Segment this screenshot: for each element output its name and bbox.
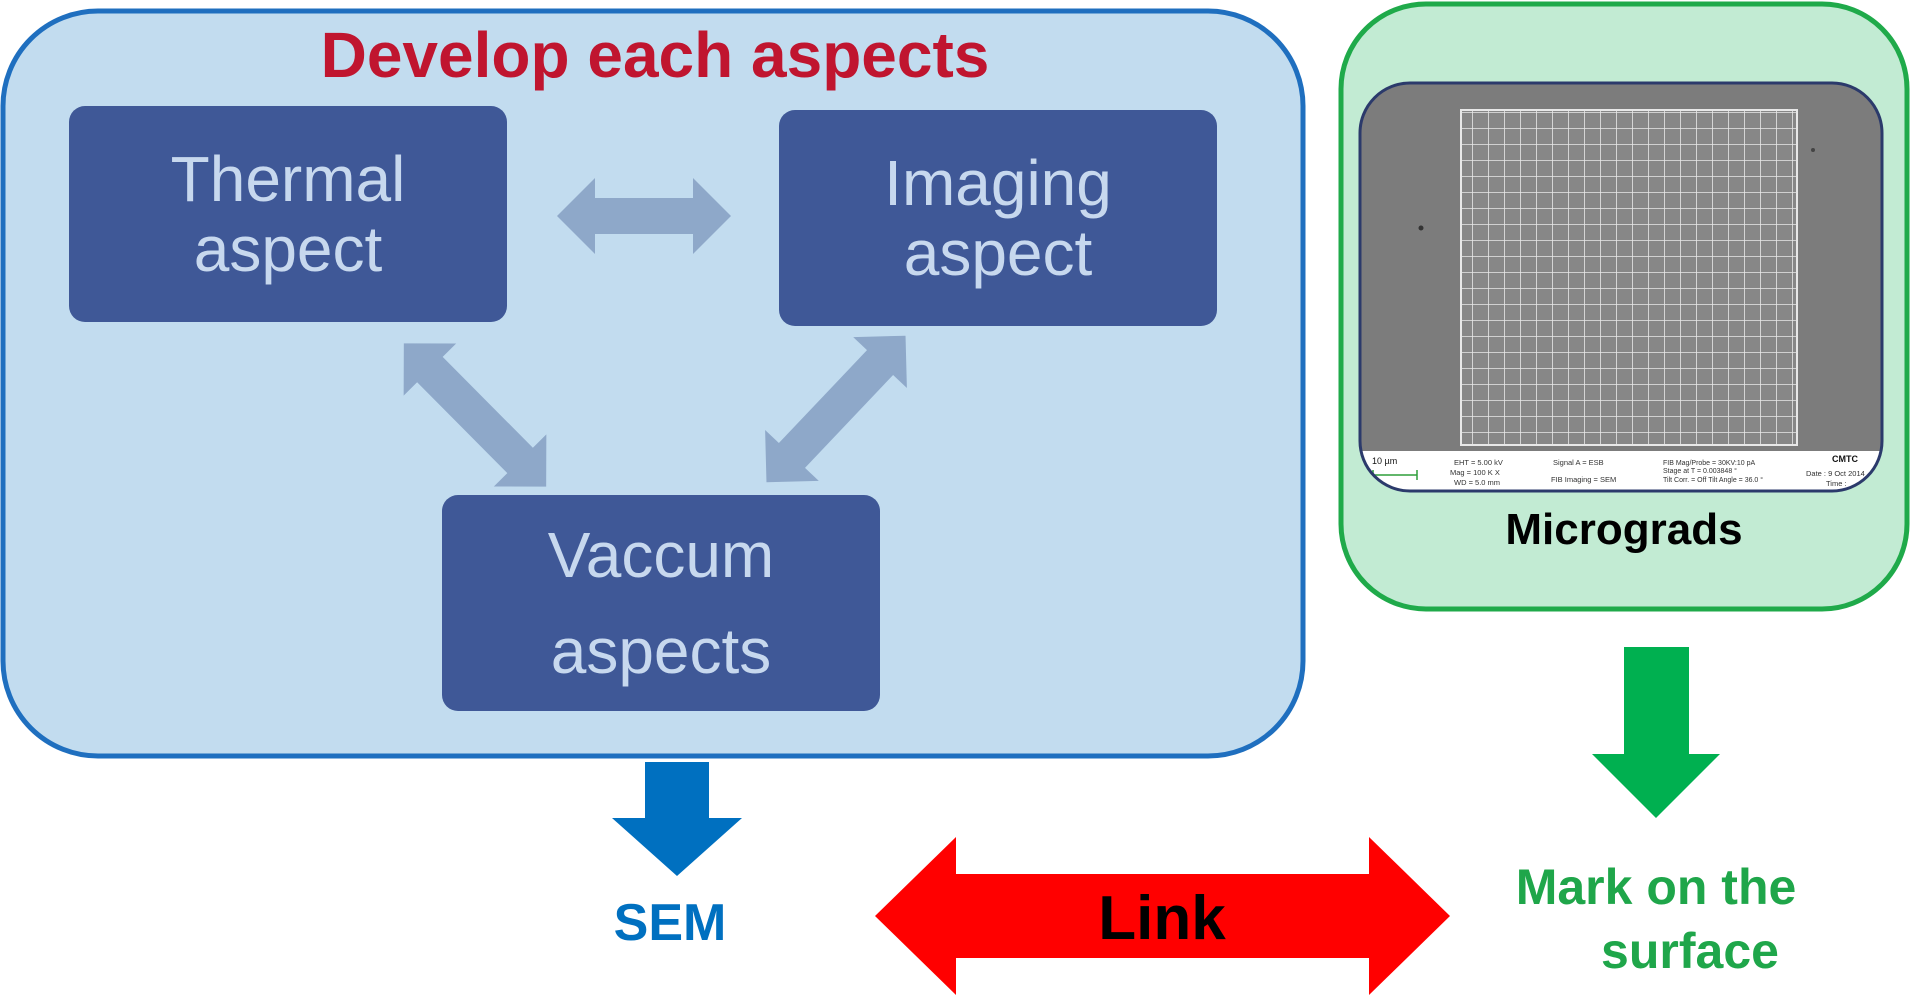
thermal-line-1: Thermal xyxy=(170,142,406,215)
micrograph-signal: Signal A = ESB xyxy=(1553,458,1604,467)
thermal-vacuum-double-arrow xyxy=(403,343,547,487)
link-label: Link xyxy=(1098,884,1226,953)
micrograph-probe: FIB Mag/Probe = 30KV:10 pA xyxy=(1663,460,1755,467)
page-title: Develop each aspects xyxy=(320,19,990,91)
vacuum-box-label: Vaccum aspects xyxy=(442,495,880,711)
micrograph-date: Date : 9 Oct 2014 xyxy=(1806,469,1865,478)
micrograph-caption: Micrograds xyxy=(1505,505,1743,554)
micrograph-scale-label: 10 µm xyxy=(1372,456,1397,466)
micrograph-wd: WD = 5.0 mm xyxy=(1454,478,1500,487)
link-double-arrow xyxy=(875,837,1450,995)
thermal-line-2: aspect xyxy=(193,213,383,285)
micrograph-info-bar xyxy=(1360,451,1882,491)
vacuum-line-2: aspects xyxy=(550,615,772,687)
vacuum-box xyxy=(442,495,880,711)
micrograph-mag: Mag = 100 K X xyxy=(1450,468,1500,477)
micrograph-tilt: Tilt Corr. = Off Tilt Angle = 36.0 ° xyxy=(1663,476,1763,484)
micrograph-image: 10 µm EHT = 5.00 kV Mag = 100 K X WD = 5… xyxy=(1360,83,1882,491)
imaging-box xyxy=(779,110,1217,326)
thermal-imaging-double-arrow xyxy=(557,178,731,254)
mark-label-line-2: surface xyxy=(1601,923,1779,979)
imaging-vacuum-double-arrow xyxy=(765,335,907,483)
micrograph-logo: CMTC xyxy=(1832,454,1858,464)
vacuum-line-1: Vaccum xyxy=(547,519,775,591)
micrograph-time: Time : xyxy=(1826,479,1847,488)
micrograph-stage: Stage at T = 0.003848 ° xyxy=(1663,467,1737,475)
imaging-box-label: Imaging aspect xyxy=(779,110,1217,326)
thermal-box xyxy=(69,106,507,322)
imaging-line-1: Imaging xyxy=(884,146,1112,219)
micrograph-fib: FIB Imaging = SEM xyxy=(1551,475,1616,484)
imaging-line-2: aspect xyxy=(903,217,1093,289)
sem-down-arrow xyxy=(612,762,742,876)
mark-down-arrow xyxy=(1592,647,1720,818)
sem-label: SEM xyxy=(613,894,727,952)
micrograph-eht: EHT = 5.00 kV xyxy=(1454,458,1503,467)
thermal-box-label: Thermal aspect xyxy=(69,106,507,322)
mark-label-line-1: Mark on the xyxy=(1515,859,1797,915)
micrograph-frame xyxy=(1358,81,1884,493)
